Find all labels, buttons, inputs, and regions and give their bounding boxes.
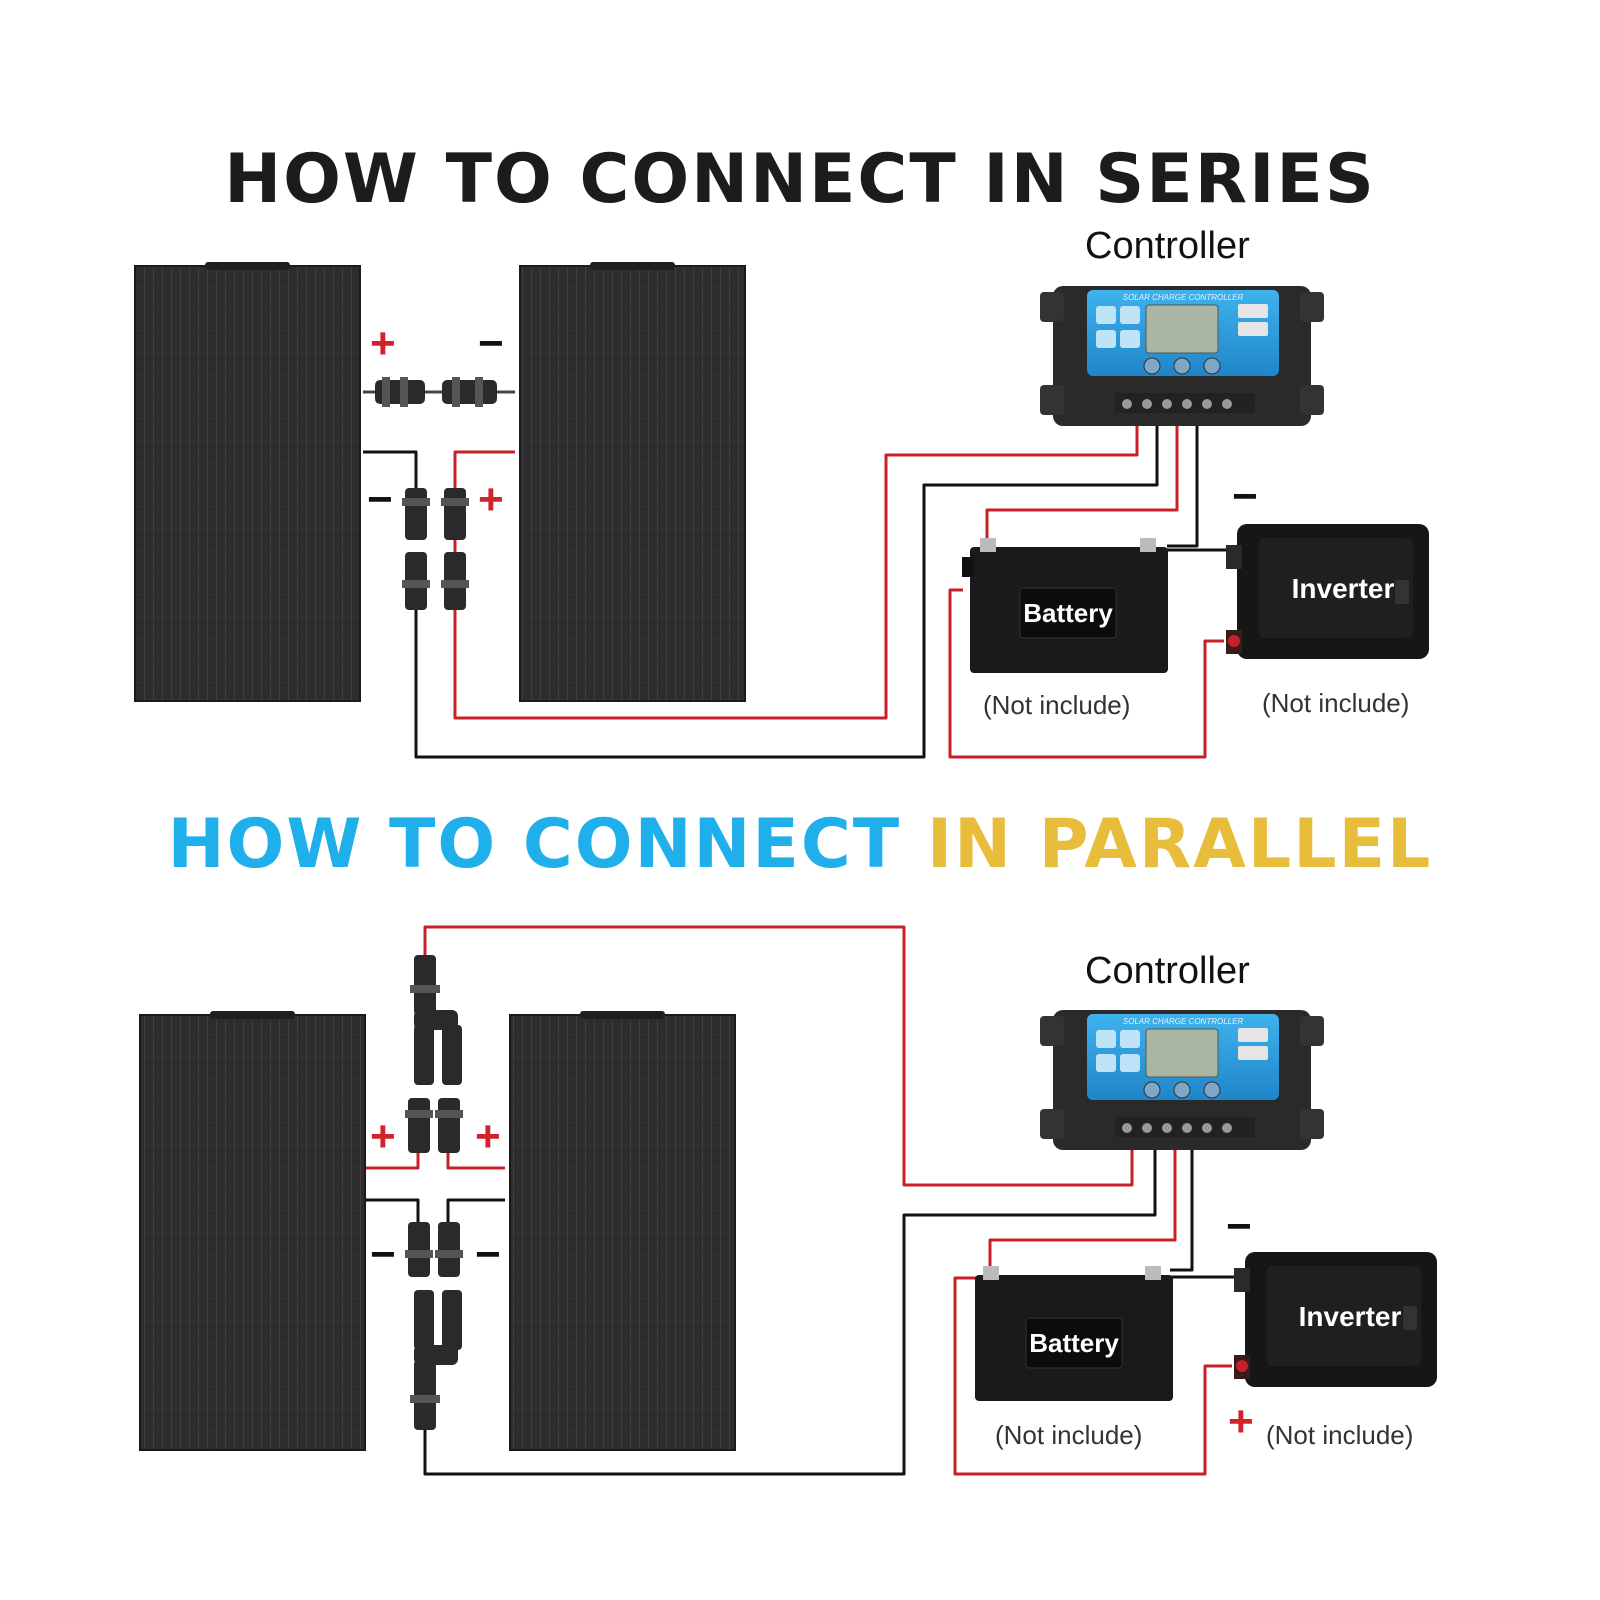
series-minus-sign-mid: − (367, 475, 393, 524)
series-inverter-label: Inverter (1292, 573, 1395, 604)
series-black-lead-left (363, 450, 418, 490)
parallel-mc4-connector-pos-right (435, 1098, 463, 1153)
parallel-mc4-connector-pos-left (405, 1098, 433, 1153)
parallel-mc4-connector-neg-right (435, 1222, 463, 1277)
parallel-plus-sign-left: + (370, 1112, 396, 1161)
series-mc4-connector-neg-lower (402, 552, 430, 610)
series-mc4-connector-pos-upper (441, 488, 469, 540)
series-minus-sign-top: − (478, 319, 504, 368)
parallel-black-lead-right (446, 1198, 505, 1225)
parallel-red-wire-inverter-to-battery (953, 1276, 1232, 1476)
series-mc4-connector-top-male (375, 377, 425, 407)
series-controller-label: Controller (1085, 225, 1250, 267)
series-black-wire-panel-to-controller (414, 425, 1159, 759)
parallel-title-part2: IN PARALLEL (926, 805, 1433, 884)
series-battery: Battery (962, 538, 1168, 673)
parallel-mc4-connector-neg-left (405, 1222, 433, 1277)
parallel-title: HOW TO CONNECT IN PARALLEL (0, 805, 1600, 884)
series-plus-sign-top: + (370, 319, 396, 368)
parallel-solar-panel-right (509, 1011, 736, 1451)
series-mc4-connector-neg-upper (402, 488, 430, 540)
parallel-y-branch-connector-negative (410, 1290, 462, 1430)
parallel-battery-note: (Not include) (995, 1420, 1143, 1450)
series-solar-panel-left (134, 262, 361, 702)
series-solar-panel-right (519, 262, 746, 702)
parallel-red-wire-controller-to-battery (988, 1150, 1177, 1267)
parallel-plus-sign-right: + (475, 1112, 501, 1161)
series-red-lead-right (453, 450, 515, 490)
parallel-black-wire-controller-to-battery (1170, 1150, 1194, 1272)
series-battery-note: (Not include) (983, 690, 1131, 720)
series-red-wire-controller-to-battery (985, 425, 1179, 545)
parallel-battery: Battery (975, 1266, 1173, 1401)
series-red-wire-panel-to-controller (453, 425, 1139, 720)
parallel-inverter-note: (Not include) (1266, 1420, 1414, 1450)
parallel-controller-label: Controller (1085, 950, 1250, 992)
series-battery-label: Battery (1023, 598, 1113, 628)
parallel-charge-controller: SOLAR CHARGE CONTROLLER (1040, 1010, 1324, 1150)
parallel-black-wire-branch-to-controller (423, 1150, 1157, 1476)
parallel-battery-label: Battery (1029, 1328, 1119, 1358)
parallel-minus-sign-inverter: − (1226, 1202, 1252, 1251)
series-mc4-connector-top-female (442, 377, 497, 407)
parallel-plus-sign-inverter: + (1228, 1397, 1254, 1446)
parallel-title-part1: HOW TO CONNECT (167, 805, 927, 884)
parallel-minus-sign-right: − (475, 1230, 501, 1279)
series-plus-sign-mid: + (478, 475, 504, 524)
parallel-inverter-label: Inverter (1299, 1301, 1402, 1332)
series-black-wire-controller-to-battery (1167, 425, 1199, 548)
series-charge-controller: SOLAR CHARGE CONTROLLER (1040, 286, 1324, 426)
parallel-inverter: Inverter (1234, 1252, 1437, 1387)
series-mc4-connector-pos-lower (441, 552, 469, 610)
parallel-y-branch-connector-positive (410, 955, 462, 1085)
series-red-wire-inverter-to-battery (948, 588, 1224, 759)
series-title: HOW TO CONNECT IN SERIES (224, 140, 1376, 219)
series-controller-header: SOLAR CHARGE CONTROLLER (1123, 293, 1244, 302)
parallel-minus-sign-left: − (370, 1230, 396, 1279)
series-inverter: Inverter (1226, 524, 1429, 659)
parallel-controller-header: SOLAR CHARGE CONTROLLER (1123, 1017, 1244, 1026)
parallel-black-lead-left (365, 1198, 420, 1225)
parallel-red-wire-branch-to-controller (423, 925, 1134, 1187)
series-inverter-note: (Not include) (1262, 688, 1410, 718)
parallel-solar-panel-left (139, 1011, 366, 1451)
series-minus-sign-inverter: − (1232, 472, 1258, 521)
